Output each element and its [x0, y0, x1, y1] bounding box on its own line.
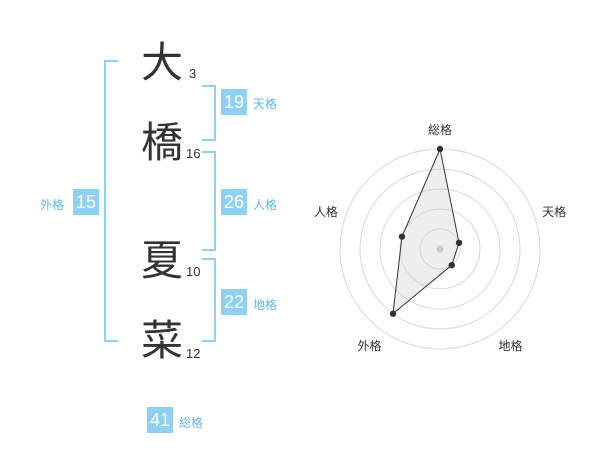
radar-ring-3: [379, 188, 501, 310]
radar-axis-label-3: 外格: [357, 338, 381, 353]
chikaku-bracket: [202, 258, 216, 342]
radar-axis-label-1: 天格: [542, 204, 566, 219]
radar-axis-label-2: 地格: [499, 338, 523, 353]
gaikaku-value: 15: [73, 189, 99, 215]
name-char-1: 大: [141, 38, 184, 87]
radar-polygon: [392, 147, 460, 315]
tenkaku-value: 19: [221, 89, 247, 115]
tenkaku-label: 天格: [253, 97, 278, 111]
stroke-count-1: 3: [189, 66, 197, 81]
soukaku-value: 41: [147, 407, 173, 433]
radar-axis-label-0: 総格: [428, 122, 452, 137]
radar-ring-2: [399, 208, 481, 290]
radar-center: [436, 245, 444, 253]
soukaku-label: 総格: [179, 416, 204, 430]
gaikaku-bracket: [104, 60, 118, 342]
name-char-2: 橋: [141, 118, 184, 167]
radar-point-2: [448, 261, 455, 269]
radar-point-1: [455, 239, 463, 247]
radar-point-0: [436, 145, 444, 153]
chikaku-label: 地格: [253, 298, 278, 312]
stroke-count-3: 10: [186, 264, 201, 279]
chikaku-value: 22: [221, 289, 247, 315]
radar-point-3: [389, 310, 397, 317]
tenkaku-bracket: [202, 85, 216, 141]
name-char-3: 夏: [141, 236, 184, 285]
jinkaku-value: 26: [221, 189, 247, 215]
jinkaku-bracket: [202, 151, 216, 251]
gaikaku-label: 外格: [40, 198, 65, 212]
radar-ring-1: [419, 228, 461, 270]
radar-ring-4: [359, 168, 521, 330]
radar-axis-label-4: 人格: [314, 204, 338, 219]
name-char-4: 菜: [141, 316, 184, 365]
stroke-count-4: 12: [186, 346, 201, 361]
jinkaku-label: 人格: [253, 198, 278, 212]
radar-point-4: [398, 233, 406, 240]
stroke-count-2: 16: [186, 146, 201, 161]
